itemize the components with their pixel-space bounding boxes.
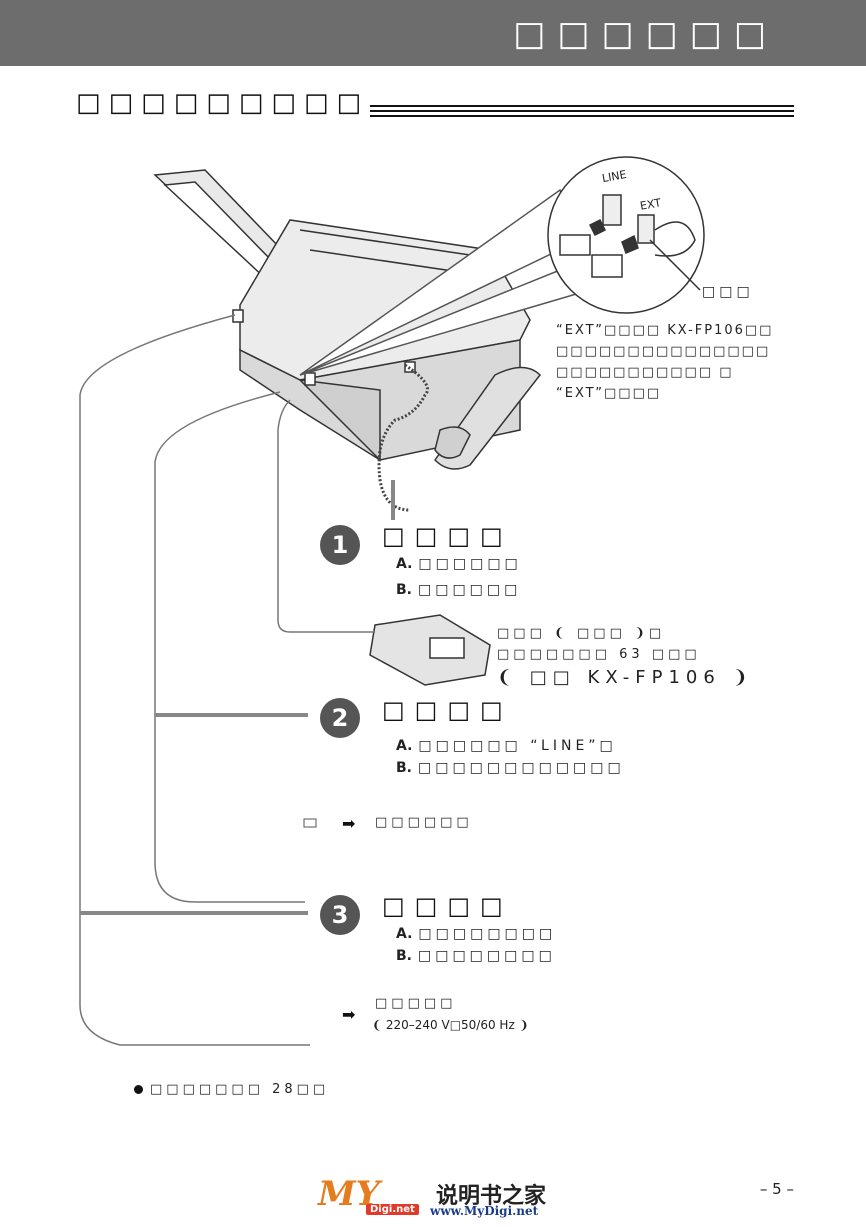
step-1-item-a: A. □□□□□□ bbox=[396, 556, 522, 572]
step-2-item-a-label: A. bbox=[396, 738, 413, 754]
heading-rule-bottom bbox=[370, 115, 794, 117]
step-1-item-b-label: B. bbox=[396, 582, 412, 598]
step-2-item-a: A. □□□□□□ “LINE”□ bbox=[396, 738, 617, 754]
handset bbox=[377, 363, 541, 512]
step-3-item-b: B. □□□□□□□□ bbox=[396, 948, 556, 964]
power-line-2: ❨ 220–240 V□50/60 Hz ❩ bbox=[372, 1018, 529, 1032]
step-2-item-b: B. □□□□□□□□□□□□ bbox=[396, 760, 625, 776]
logo-badge: Digi.net bbox=[366, 1204, 419, 1215]
heading-rule-mid bbox=[370, 110, 794, 112]
page-number: – 5 – bbox=[759, 1180, 794, 1198]
heading-rule-top bbox=[370, 105, 794, 107]
answering-machine-line-3: ❨ □□ KX-FP106 ❩ bbox=[497, 667, 754, 688]
answering-machine-line-2: □□□□□□□ 63 □□□ bbox=[497, 647, 701, 662]
footnote-bullet-icon bbox=[134, 1085, 143, 1094]
footer-logo: MY 说明书之家 Digi.net www.MyDigi.net bbox=[318, 1172, 558, 1218]
step-1-item-b-text: □□□□□□ bbox=[418, 582, 522, 598]
ext-note-line-4: “EXT”□□□□ bbox=[556, 386, 662, 401]
step-2-title: □□□□ bbox=[382, 696, 513, 724]
ext-note-line-1: “EXT”□□□□ KX-FP106□□ bbox=[556, 323, 774, 338]
jack-magnifier bbox=[299, 156, 705, 376]
phone-jack-arrow-icon: ➡ bbox=[342, 814, 356, 833]
step-2-item-b-label: B. bbox=[396, 760, 412, 776]
step-1-item-a-label: A. bbox=[396, 556, 413, 572]
step-2-item-a-text: □□□□□□ “LINE”□ bbox=[418, 738, 617, 754]
step-3-badge: 3 bbox=[320, 895, 360, 935]
power-arrow-icon: ➡ bbox=[342, 1005, 356, 1024]
step-3-item-a-text: □□□□□□□□ bbox=[418, 926, 557, 942]
step-3-item-a: A. □□□□□□□□ bbox=[396, 926, 556, 942]
step-3-item-b-text: □□□□□□□□ bbox=[418, 948, 556, 964]
header-band bbox=[0, 0, 866, 66]
step-3-item-b-label: B. bbox=[396, 948, 412, 964]
step-1-item-b: B. □□□□□□ bbox=[396, 582, 521, 598]
ext-note-line-2: □□□□□□□□□□□□□□□ bbox=[556, 344, 771, 359]
step-1-title: □□□□ bbox=[382, 522, 513, 550]
step-1-badge: 1 bbox=[320, 525, 360, 565]
logo-url: www.MyDigi.net bbox=[430, 1204, 539, 1218]
step-2-badge: 2 bbox=[320, 698, 360, 738]
answering-machine-line-1: □□□ ❨ □□□ ❩□ bbox=[497, 626, 666, 641]
fax-connection-illustration bbox=[79, 156, 705, 1046]
ext-note-line-3: □□□□□□□□□□□ □ bbox=[556, 365, 734, 380]
header-title: □□□□□□ bbox=[513, 14, 778, 54]
power-line-1: □□□□□ bbox=[375, 996, 457, 1011]
step-2-item-b-text: □□□□□□□□□□□□ bbox=[418, 760, 625, 776]
logo-chinese-title: 说明书之家 bbox=[436, 1183, 547, 1209]
plug-label: □□□ bbox=[702, 284, 754, 300]
answering-machine-graphic bbox=[369, 614, 491, 686]
section-heading: □□□□□□□□□ bbox=[76, 88, 370, 118]
step-1-item-a-text: □□□□□□ bbox=[418, 556, 522, 572]
phone-jack-text: □□□□□□ bbox=[375, 815, 473, 830]
footnote-text: □□□□□□□ 28□□ bbox=[150, 1082, 330, 1097]
step-3-item-a-label: A. bbox=[396, 926, 413, 942]
step-3-title: □□□□ bbox=[382, 892, 513, 920]
